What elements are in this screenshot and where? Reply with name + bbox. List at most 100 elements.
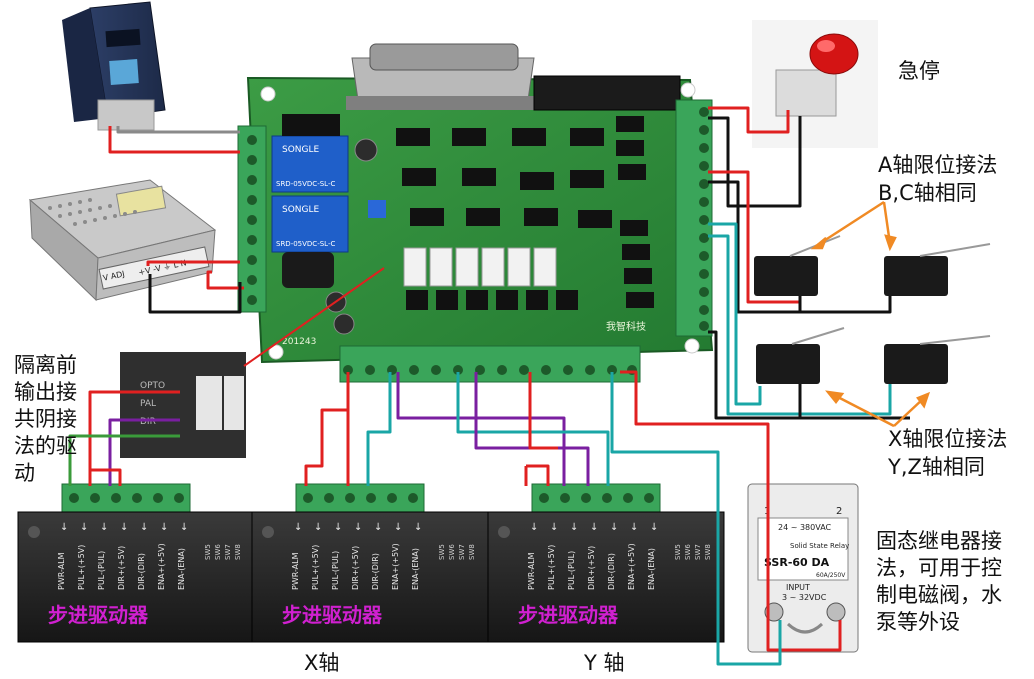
emergency-stop-button xyxy=(752,20,878,148)
terminal-screw xyxy=(174,493,184,503)
terminal-screw xyxy=(366,493,376,503)
driver-screw-hole xyxy=(498,526,510,538)
driver-pin-label: ENA+(+5V) xyxy=(627,543,636,590)
stepper-drivers: PWR-ALM↓PUL+(+5V)↓PUL-(PUL)↓DIR+(+5V)↓DI… xyxy=(17,483,725,643)
down-arrow-icon: ↓ xyxy=(80,522,88,533)
down-arrow-icon: ↓ xyxy=(160,522,168,533)
isolation-line: 隔离前 xyxy=(14,353,77,377)
isolation-note: 隔离前 输出接 共阴接 法的驱 动 xyxy=(14,352,77,487)
driver-pin-label: PUL-(PUL) xyxy=(567,551,576,590)
driver-pin-label: PUL-(PUL) xyxy=(97,551,106,590)
ssr-note: 固态继电器接 法，可用于控 制电磁阀，水 泵等外设 xyxy=(876,528,1002,636)
driver-terminal-block xyxy=(295,483,425,513)
down-arrow-icon: ↓ xyxy=(140,522,148,533)
svg-text:SONGLE: SONGLE xyxy=(282,145,320,155)
driver-title: 步进驱动器 xyxy=(48,603,149,627)
driver-pin-label: ENA-(ENA) xyxy=(647,548,656,590)
terminal-screw xyxy=(132,493,142,503)
mount-hole xyxy=(260,86,276,102)
terminal-screw xyxy=(345,493,355,503)
svg-text:SONGLE: SONGLE xyxy=(282,205,320,215)
terminal-block-bottom xyxy=(339,345,641,383)
ssr-term2: 2 xyxy=(836,506,842,517)
psu-adj-label: V ADJ xyxy=(102,269,125,282)
down-arrow-icon: ↓ xyxy=(294,522,302,533)
driver-sw-label: SW8 xyxy=(704,544,712,560)
vent-holes xyxy=(48,198,137,226)
isolation-line: 动 xyxy=(14,461,35,485)
down-arrow-icon: ↓ xyxy=(590,522,598,533)
stepper-driver-x: PWR-ALM↓PUL+(+5V)↓PUL-(PUL)↓DIR+(+5V)↓DI… xyxy=(251,483,489,643)
down-arrow-icon: ↓ xyxy=(530,522,538,533)
terminal-screw xyxy=(581,493,591,503)
ssr-dc-range: 3 ~ 32VDC xyxy=(782,593,827,602)
mount-hole xyxy=(680,82,696,98)
solid-state-relay: 1 2 24 ~ 380VAC Solid State Relay SSR-60… xyxy=(747,483,859,653)
ic-chips xyxy=(396,116,654,310)
limit-switch-x1 xyxy=(756,327,845,384)
mount-hole xyxy=(268,344,284,360)
driver-pin-label: DIR+(+5V) xyxy=(587,546,596,590)
ssr-note-line: 固态继电器接 xyxy=(876,529,1002,553)
down-arrow-icon: ↓ xyxy=(550,522,558,533)
svg-text:OPTO: OPTO xyxy=(140,381,165,391)
down-arrow-icon: ↓ xyxy=(610,522,618,533)
stepper-driver-y: PWR-ALM↓PUL+(+5V)↓PUL-(PUL)↓DIR+(+5V)↓DI… xyxy=(487,483,725,643)
down-arrow-icon: ↓ xyxy=(414,522,422,533)
driver-sw-label: SW7 xyxy=(224,544,232,560)
down-arrow-icon: ↓ xyxy=(314,522,322,533)
relay-socket xyxy=(282,114,340,136)
capacitor xyxy=(354,138,378,162)
driver-sw-label: SW8 xyxy=(468,544,476,560)
x-axis-sub-label: Y,Z轴相同 xyxy=(888,455,985,479)
ssr-brand: Solid State Relay xyxy=(790,542,849,550)
terminal-screw xyxy=(387,493,397,503)
driver-sw-label: SW6 xyxy=(448,544,456,560)
estop-label: 急停 xyxy=(898,59,940,83)
driver-pin-label: ENA+(+5V) xyxy=(157,543,166,590)
driver-sw-label: SW6 xyxy=(684,544,692,560)
idc-header xyxy=(533,75,681,111)
driver-pin-label: PUL-(PUL) xyxy=(331,551,340,590)
board-serial: 201243 xyxy=(282,337,316,347)
driver-sw-label: SW7 xyxy=(458,544,466,560)
limit-switch-a1 xyxy=(754,235,841,296)
ssr-model: SSR-60 DA xyxy=(764,556,830,569)
terminal-screw xyxy=(153,493,163,503)
x-axis-label: X轴限位接法 xyxy=(888,427,1008,451)
terminal-screw xyxy=(90,493,100,503)
inset-photo: OPTO PAL DIR xyxy=(120,352,246,458)
a-axis-label: A轴限位接法 xyxy=(878,153,998,177)
driver-pin-label: PUL+(+5V) xyxy=(311,545,320,590)
driver-terminal-block xyxy=(531,483,661,513)
driver-body xyxy=(487,511,725,643)
terminal-screw xyxy=(408,493,418,503)
driver-pin-label: PUL+(+5V) xyxy=(77,545,86,590)
board-maker: 我智科技 xyxy=(606,320,646,333)
down-arrow-icon: ↓ xyxy=(630,522,638,533)
driver-pin-label: PUL+(+5V) xyxy=(547,545,556,590)
white-headers xyxy=(403,247,557,287)
potentiometer xyxy=(368,200,386,218)
driver-sw-label: SW8 xyxy=(234,544,242,560)
isolation-line: 输出接 xyxy=(14,380,77,404)
driver-title: 步进驱动器 xyxy=(518,603,619,627)
down-arrow-icon: ↓ xyxy=(354,522,362,533)
driver-pin-label: ENA+(+5V) xyxy=(391,543,400,590)
terminal-screw xyxy=(111,493,121,503)
annotation-arrows xyxy=(810,200,931,428)
terminal-screw xyxy=(560,493,570,503)
a-axis-sub-label: B,C轴相同 xyxy=(878,181,977,205)
down-arrow-icon: ↓ xyxy=(374,522,382,533)
capacitor xyxy=(333,313,355,335)
terminal-screw xyxy=(324,493,334,503)
driver-screw-hole xyxy=(262,526,274,538)
down-arrow-icon: ↓ xyxy=(100,522,108,533)
vfd-inverter xyxy=(62,1,166,131)
down-arrow-icon: ↓ xyxy=(334,522,342,533)
driver-sw-label: SW5 xyxy=(438,544,446,560)
isolation-line: 共阴接 xyxy=(14,407,77,431)
ssr-note-line: 法，可用于控 xyxy=(876,556,1002,580)
terminal-screw xyxy=(602,493,612,503)
driver-sw-label: SW6 xyxy=(214,544,222,560)
